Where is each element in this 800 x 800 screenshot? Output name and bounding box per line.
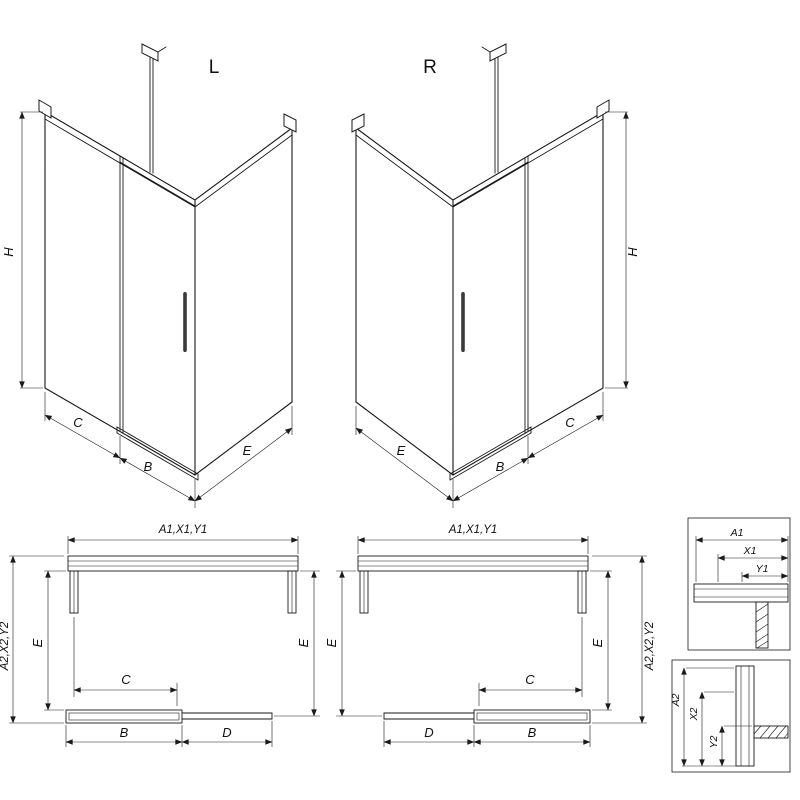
sliding-door-bar [473, 709, 591, 724]
dim-line-c [527, 414, 604, 459]
dim-label-h: H [625, 247, 640, 257]
wall-ceiling-brackets [38, 43, 297, 133]
dim-label-x1: X1 [743, 545, 757, 557]
dim-line-e [194, 427, 293, 502]
detail-view-top: A1 X1 Y1 [687, 517, 791, 651]
dim-line-e [355, 427, 454, 502]
profile-section [735, 665, 755, 767]
dim-line-b [119, 457, 196, 502]
dim-label-d: D [424, 725, 433, 740]
dimension-lines [355, 111, 629, 502]
top-panel-glass-lines [358, 560, 588, 567]
sliding-door-glass [68, 712, 180, 721]
dimension-lines [695, 537, 789, 579]
dimension-lines [10, 537, 317, 745]
dim-label-b: B [496, 459, 505, 474]
glass-section [755, 601, 769, 649]
detail-frame [671, 659, 791, 773]
profile-section [693, 583, 789, 603]
bottom-rail [181, 712, 273, 720]
dim-label-y1: Y1 [756, 563, 769, 575]
dim-label-c: C [73, 415, 83, 430]
dim-label-e-left: E [324, 638, 339, 647]
wall-ceiling-brackets [351, 43, 610, 133]
door-handle [183, 292, 187, 352]
dim-line-b [452, 457, 529, 502]
dim-label-e: E [243, 443, 252, 458]
dim-label-c: C [121, 672, 131, 687]
extension-lines [695, 536, 789, 582]
extension-lines [336, 536, 647, 747]
top-panel-bar [67, 555, 299, 572]
view-label-r: R [423, 57, 437, 78]
profile-inner-lines [694, 588, 788, 598]
dimension-lines [339, 537, 645, 745]
detail-view-bottom: A2 X2 Y2 [670, 659, 791, 773]
extension-lines [9, 536, 320, 747]
plan-view-left: A1,X1,Y1 A2,X2,Y2 E E C B D [0, 524, 320, 747]
dim-label-b: B [144, 459, 153, 474]
dim-label-h: H [1, 247, 16, 257]
dim-label-a2: A2 [670, 693, 682, 707]
detail-frame [687, 517, 791, 651]
dim-label-a1: A1 [730, 527, 744, 539]
dimension-lines [19, 111, 293, 502]
wall-profile-inner-lines [363, 571, 583, 613]
dim-line-c [44, 414, 121, 459]
dim-label-top: A1,X1,Y1 [448, 524, 498, 536]
dim-label-e-right: E [590, 638, 605, 647]
dim-label-b: B [528, 725, 537, 740]
profile-inner-lines [740, 666, 750, 766]
dim-label-c: C [565, 415, 575, 430]
glass-section [753, 725, 789, 739]
dim-label-e-left: E [30, 638, 45, 647]
view-label-l: L [209, 57, 220, 78]
dim-label-x2: X2 [688, 707, 700, 721]
door-handle [461, 292, 465, 352]
dim-label-y2: Y2 [708, 735, 720, 748]
dim-label-b: B [120, 725, 129, 740]
sliding-door-bar [65, 709, 183, 724]
extension-lines [682, 667, 752, 767]
top-panel-glass-lines [68, 560, 298, 567]
dim-label-e-right: E [296, 638, 311, 647]
dim-label-outer: A2,X2,Y2 [0, 621, 11, 671]
dim-label-top: A1,X1,Y1 [158, 524, 208, 536]
bottom-rail [383, 712, 475, 720]
dim-label-outer: A2,X2,Y2 [644, 621, 656, 671]
sliding-door-glass [476, 712, 588, 721]
dimension-lines [681, 667, 725, 767]
iso-view-right: R H C B E [351, 43, 640, 508]
wall-profile-inner-lines [73, 571, 293, 613]
plan-view-right: A1,X1,Y1 A2,X2,Y2 E E C D B [324, 524, 656, 747]
glass-hatching [753, 725, 789, 739]
glass-hatching [755, 603, 769, 649]
dim-label-e: E [397, 443, 406, 458]
iso-view-left: L H C B E [1, 43, 297, 508]
dim-label-c: C [525, 672, 535, 687]
dim-label-d: D [222, 725, 231, 740]
top-panel-bar [357, 555, 589, 572]
